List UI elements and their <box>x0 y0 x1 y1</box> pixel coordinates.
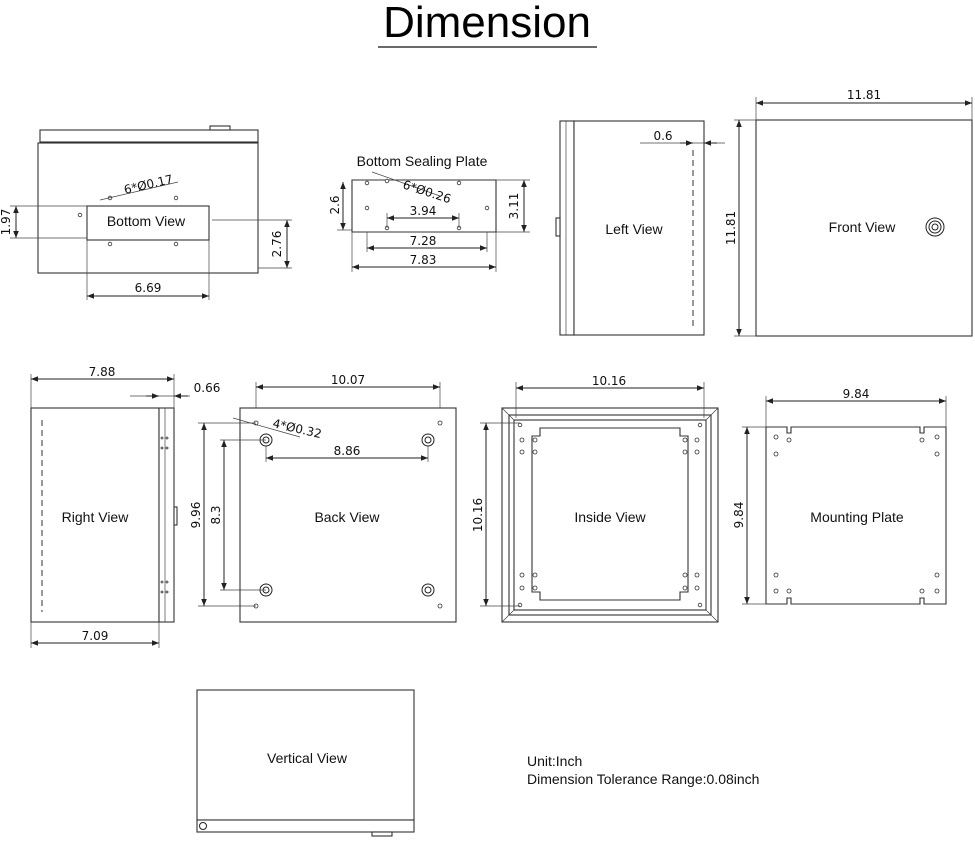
sealing-plate-drawing <box>337 171 530 272</box>
inside-view-label: Inside View <box>574 509 646 525</box>
bottom-view-drawing <box>10 125 292 300</box>
back-view-label: Back View <box>314 509 380 525</box>
inside-view-drawing <box>480 382 719 623</box>
dim-bottom-1-97: 1.97 <box>0 209 13 236</box>
front-view-label: Front View <box>829 219 897 235</box>
right-view-drawing <box>30 374 190 648</box>
dim-back-9-96: 9.96 <box>189 502 203 529</box>
dim-bottom-6-69: 6.69 <box>135 281 162 295</box>
bottom-view-label: Bottom View <box>107 213 186 229</box>
dim-front-width: 11.81 <box>847 88 881 102</box>
vertical-view-label: Vertical View <box>267 750 348 766</box>
dim-back-10-07: 10.07 <box>331 373 365 387</box>
left-view-drawing <box>555 120 725 336</box>
tolerance-note: Dimension Tolerance Range:0.08inch <box>527 771 759 787</box>
back-view-drawing <box>198 382 457 623</box>
dim-seal-7-28: 7.28 <box>410 234 437 248</box>
dim-inside-width: 10.16 <box>592 374 626 388</box>
vertical-view-drawing <box>196 689 415 837</box>
dim-front-height: 11.81 <box>724 211 738 245</box>
front-view-drawing <box>734 97 973 337</box>
dim-back-8-3: 8.3 <box>209 505 223 524</box>
mounting-plate-label: Mounting Plate <box>810 509 904 525</box>
mounting-plate-drawing <box>742 396 947 605</box>
left-view-label: Left View <box>605 221 663 237</box>
dim-seal-3-11: 3.11 <box>507 193 521 220</box>
dim-mount-width: 9.84 <box>843 387 870 401</box>
dim-bottom-2-76: 2.76 <box>270 231 284 258</box>
dim-inside-height: 10.16 <box>471 498 485 532</box>
dim-mount-height: 9.84 <box>732 502 746 529</box>
dim-right-0-66: 0.66 <box>194 381 221 395</box>
right-view-label: Right View <box>62 509 130 525</box>
dim-right-7-88: 7.88 <box>89 365 116 379</box>
dim-seal-3-94: 3.94 <box>410 204 437 218</box>
dim-left-0-6: 0.6 <box>653 129 672 143</box>
dim-seal-7-83: 7.83 <box>410 253 437 267</box>
dim-right-7-09: 7.09 <box>82 629 109 643</box>
unit-note: Unit:Inch <box>527 753 582 769</box>
dim-seal-2-6: 2.6 <box>328 195 342 214</box>
page-title: Dimension <box>383 0 591 47</box>
dim-back-8-86: 8.86 <box>334 444 361 458</box>
sealing-plate-label: Bottom Sealing Plate <box>357 153 488 169</box>
